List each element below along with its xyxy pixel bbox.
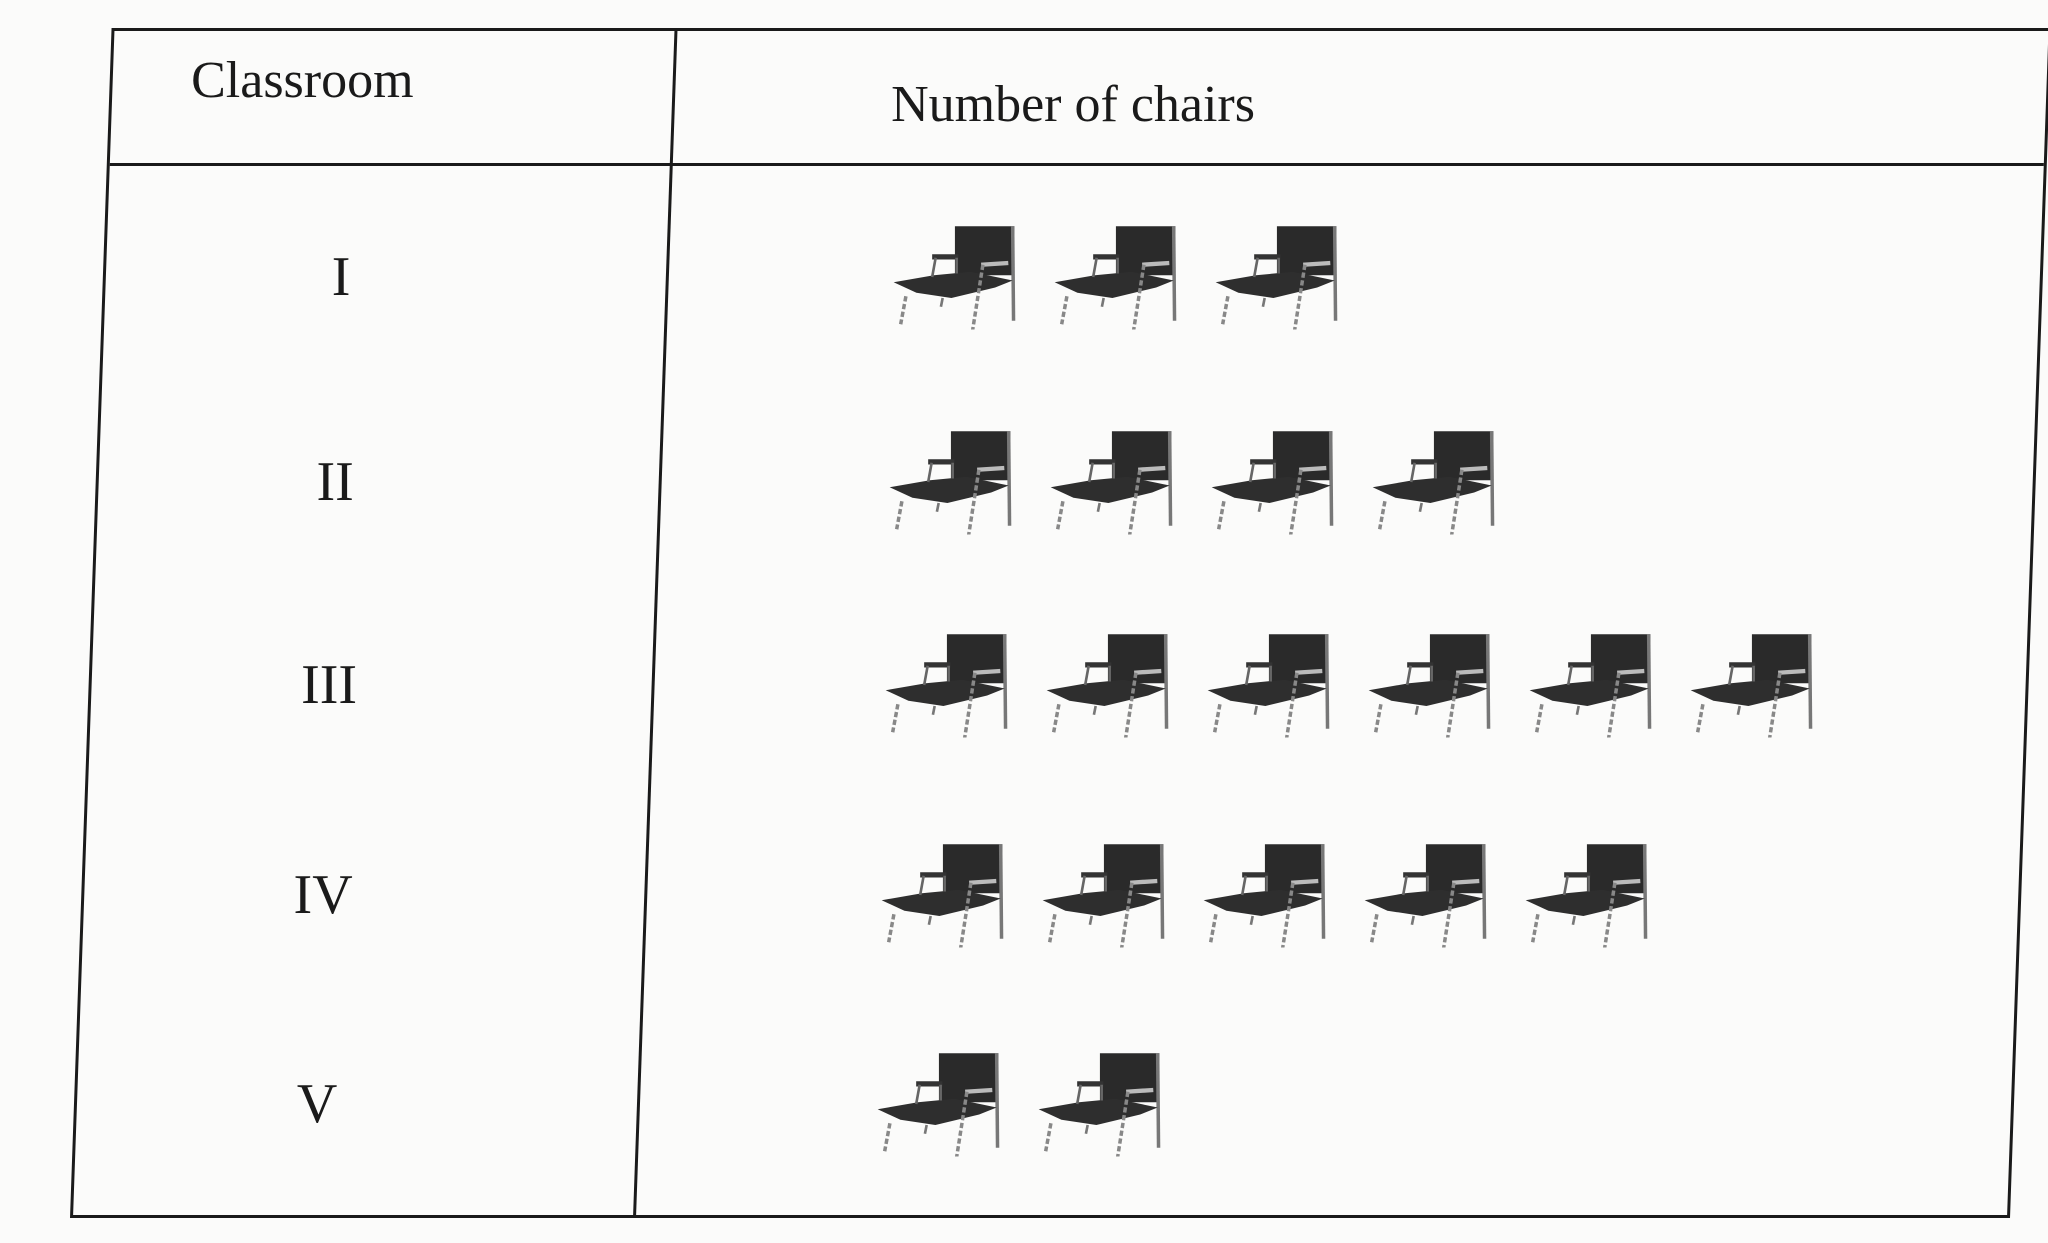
chair-icon xyxy=(1038,412,1183,552)
chair-icon xyxy=(1195,615,1340,755)
chair-icon xyxy=(1203,207,1348,347)
header-number-of-chairs: Number of chairs xyxy=(891,76,1255,133)
chair-icon xyxy=(1034,615,1179,755)
row-label-V: V xyxy=(296,1073,338,1135)
row-label-I: I xyxy=(331,246,351,308)
chair-row-V xyxy=(865,1034,1171,1174)
chair-icon xyxy=(869,825,1014,965)
row-label-IV: IV xyxy=(293,864,353,926)
chair-icon xyxy=(881,207,1026,347)
chair-icon xyxy=(1352,825,1497,965)
chair-icon xyxy=(873,615,1018,755)
chair-row-II xyxy=(877,412,1505,552)
row-label-III: III xyxy=(301,654,358,716)
chair-icon xyxy=(1199,412,1344,552)
chair-row-III xyxy=(873,615,1823,755)
chair-icon xyxy=(865,1034,1010,1174)
chair-icon xyxy=(1517,615,1662,755)
chair-icon xyxy=(1678,615,1823,755)
row-label-II: II xyxy=(316,451,354,513)
chair-icon xyxy=(1030,825,1175,965)
chair-icon xyxy=(1513,825,1658,965)
chair-icon xyxy=(1026,1034,1171,1174)
chair-row-I xyxy=(881,207,1348,347)
chair-icon xyxy=(1360,412,1505,552)
chair-icon xyxy=(877,412,1022,552)
chair-icon xyxy=(1042,207,1187,347)
chair-icon xyxy=(1191,825,1336,965)
chair-row-IV xyxy=(869,825,1658,965)
header-classroom: Classroom xyxy=(191,52,414,109)
chair-icon xyxy=(1356,615,1501,755)
